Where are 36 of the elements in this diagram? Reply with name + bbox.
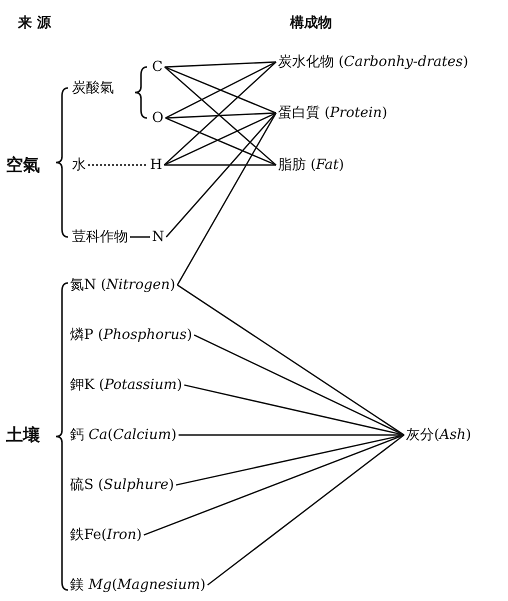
item-label: 蛋白質 (Protein) <box>276 103 390 123</box>
item-label: 氮N (Nitrogen) <box>68 275 178 295</box>
item-label: O <box>150 109 166 127</box>
connector-line <box>166 112 277 238</box>
connector-line <box>178 434 404 436</box>
item-label: 水 <box>70 155 88 175</box>
item-label: 炭水化物 (Carbonhy-drates) <box>276 52 470 72</box>
item-label: 脂肪 (Fat) <box>276 155 346 175</box>
item-label: H <box>148 156 164 174</box>
column-heading: 構成物 <box>290 14 332 32</box>
connector-line <box>164 61 276 68</box>
group-label: 土壤 <box>4 422 42 448</box>
item-label: 鉄Fe(Iron) <box>68 525 144 545</box>
item-label: C <box>150 58 165 76</box>
item-label: 鎂 Mg(Magnesium) <box>68 575 208 595</box>
item-label: 燐P (Phosphorus) <box>68 325 194 345</box>
item-label: 炭酸氣 <box>70 78 116 98</box>
item-label: 鉀K (Potassium) <box>68 375 184 395</box>
connector-line <box>177 284 404 436</box>
item-label: 灰分(Ash) <box>404 425 474 445</box>
connector-line <box>176 434 404 486</box>
connector-line <box>207 434 404 586</box>
item-label: N <box>150 228 166 246</box>
connector-line <box>130 236 150 238</box>
connector-line <box>184 384 404 436</box>
column-heading: 来 源 <box>18 14 51 32</box>
connector-line <box>194 334 404 436</box>
connector-line <box>88 164 148 166</box>
connector-line <box>144 434 404 536</box>
connector-line <box>176 112 277 286</box>
item-label: 鈣 Ca(Calcium) <box>68 425 179 445</box>
connector-line <box>165 112 276 119</box>
item-label: 荳科作物 <box>70 227 130 247</box>
group-label: 空氣 <box>4 152 42 178</box>
connector-line <box>164 164 276 166</box>
item-label: 硫S (Sulphure) <box>68 475 176 495</box>
